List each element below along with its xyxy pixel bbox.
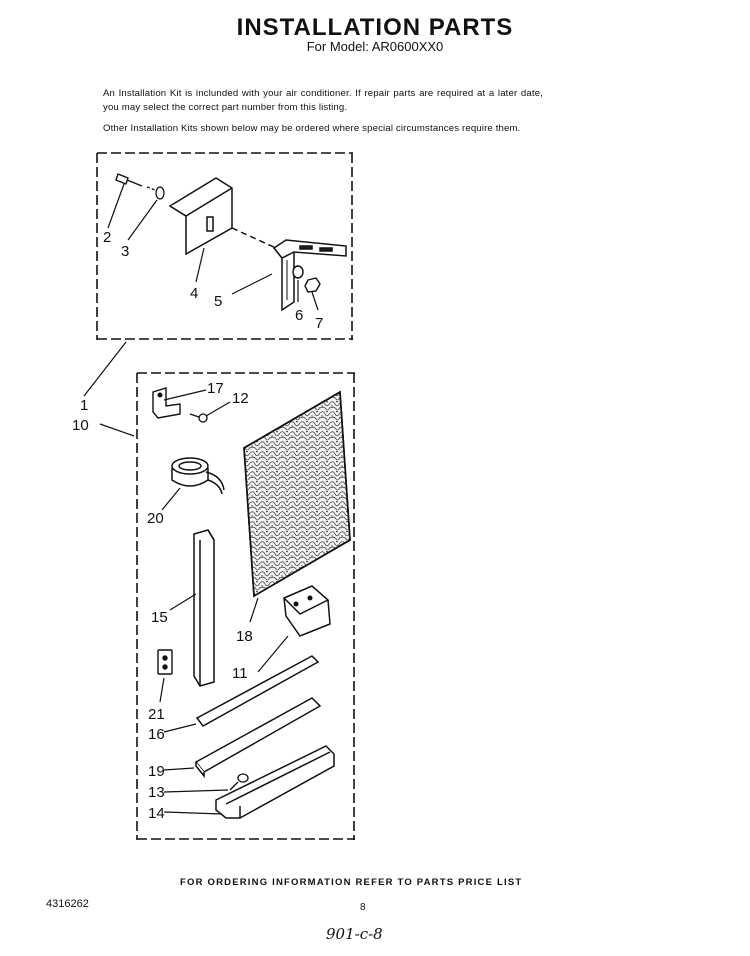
part-4-cover <box>168 177 277 256</box>
model-subtitle: For Model: AR0600XX0 <box>306 39 444 54</box>
ordering-note: FOR ORDERING INFORMATION REFER TO PARTS … <box>180 877 523 888</box>
callout-5: 5 <box>214 293 222 310</box>
part-15-channel <box>193 529 215 687</box>
part-14-sill-rail <box>215 745 335 819</box>
callout-18: 18 <box>236 628 253 645</box>
callout-11: 11 <box>232 665 248 682</box>
part-5-bracket <box>272 239 347 312</box>
callout-21: 21 <box>148 706 165 723</box>
callout-1: 1 <box>80 397 88 414</box>
page-number: 8 <box>360 902 366 913</box>
part-19-foam-strip <box>194 697 322 779</box>
part-6-washer <box>292 265 304 279</box>
part-18-filter-panel <box>243 390 351 598</box>
part-12-screw <box>189 413 208 423</box>
upper-kit-frame <box>96 152 353 340</box>
part-16-foam-strip <box>195 655 320 727</box>
upper-leader-lines <box>83 183 319 397</box>
part-11-foam-block <box>283 585 331 637</box>
part-2-screw <box>115 173 143 187</box>
part-20-tape-roll <box>171 457 225 495</box>
callout-15: 15 <box>151 609 168 626</box>
callout-19: 19 <box>148 763 165 780</box>
part-21-clip <box>157 649 173 675</box>
callout-20: 20 <box>147 510 164 527</box>
handwritten-note: 901-c-8 <box>326 925 383 943</box>
part-17-bracket <box>152 387 181 419</box>
intro-paragraph-2: Other Installation Kits shown below may … <box>103 123 521 134</box>
callout-17: 17 <box>207 380 224 397</box>
document-number: 4316262 <box>46 898 89 910</box>
callout-12: 12 <box>232 390 249 407</box>
callout-2: 2 <box>103 229 111 246</box>
part-7-nut <box>304 277 321 293</box>
page-title: INSTALLATION PARTS <box>236 14 514 41</box>
callout-13: 13 <box>148 784 165 801</box>
callout-6: 6 <box>295 307 303 324</box>
lower-leader-lines <box>99 389 289 815</box>
callout-14: 14 <box>148 805 165 822</box>
callout-7: 7 <box>315 315 323 332</box>
callout-3: 3 <box>121 243 129 260</box>
callout-4: 4 <box>190 285 198 302</box>
intro-paragraph-1: An Installation Kit is inclunded with yo… <box>103 88 543 113</box>
part-3-washer <box>146 186 165 200</box>
callout-10: 10 <box>72 417 89 434</box>
part-13-screw <box>229 773 249 791</box>
callout-16: 16 <box>148 726 165 743</box>
lower-kit-frame <box>136 372 355 840</box>
